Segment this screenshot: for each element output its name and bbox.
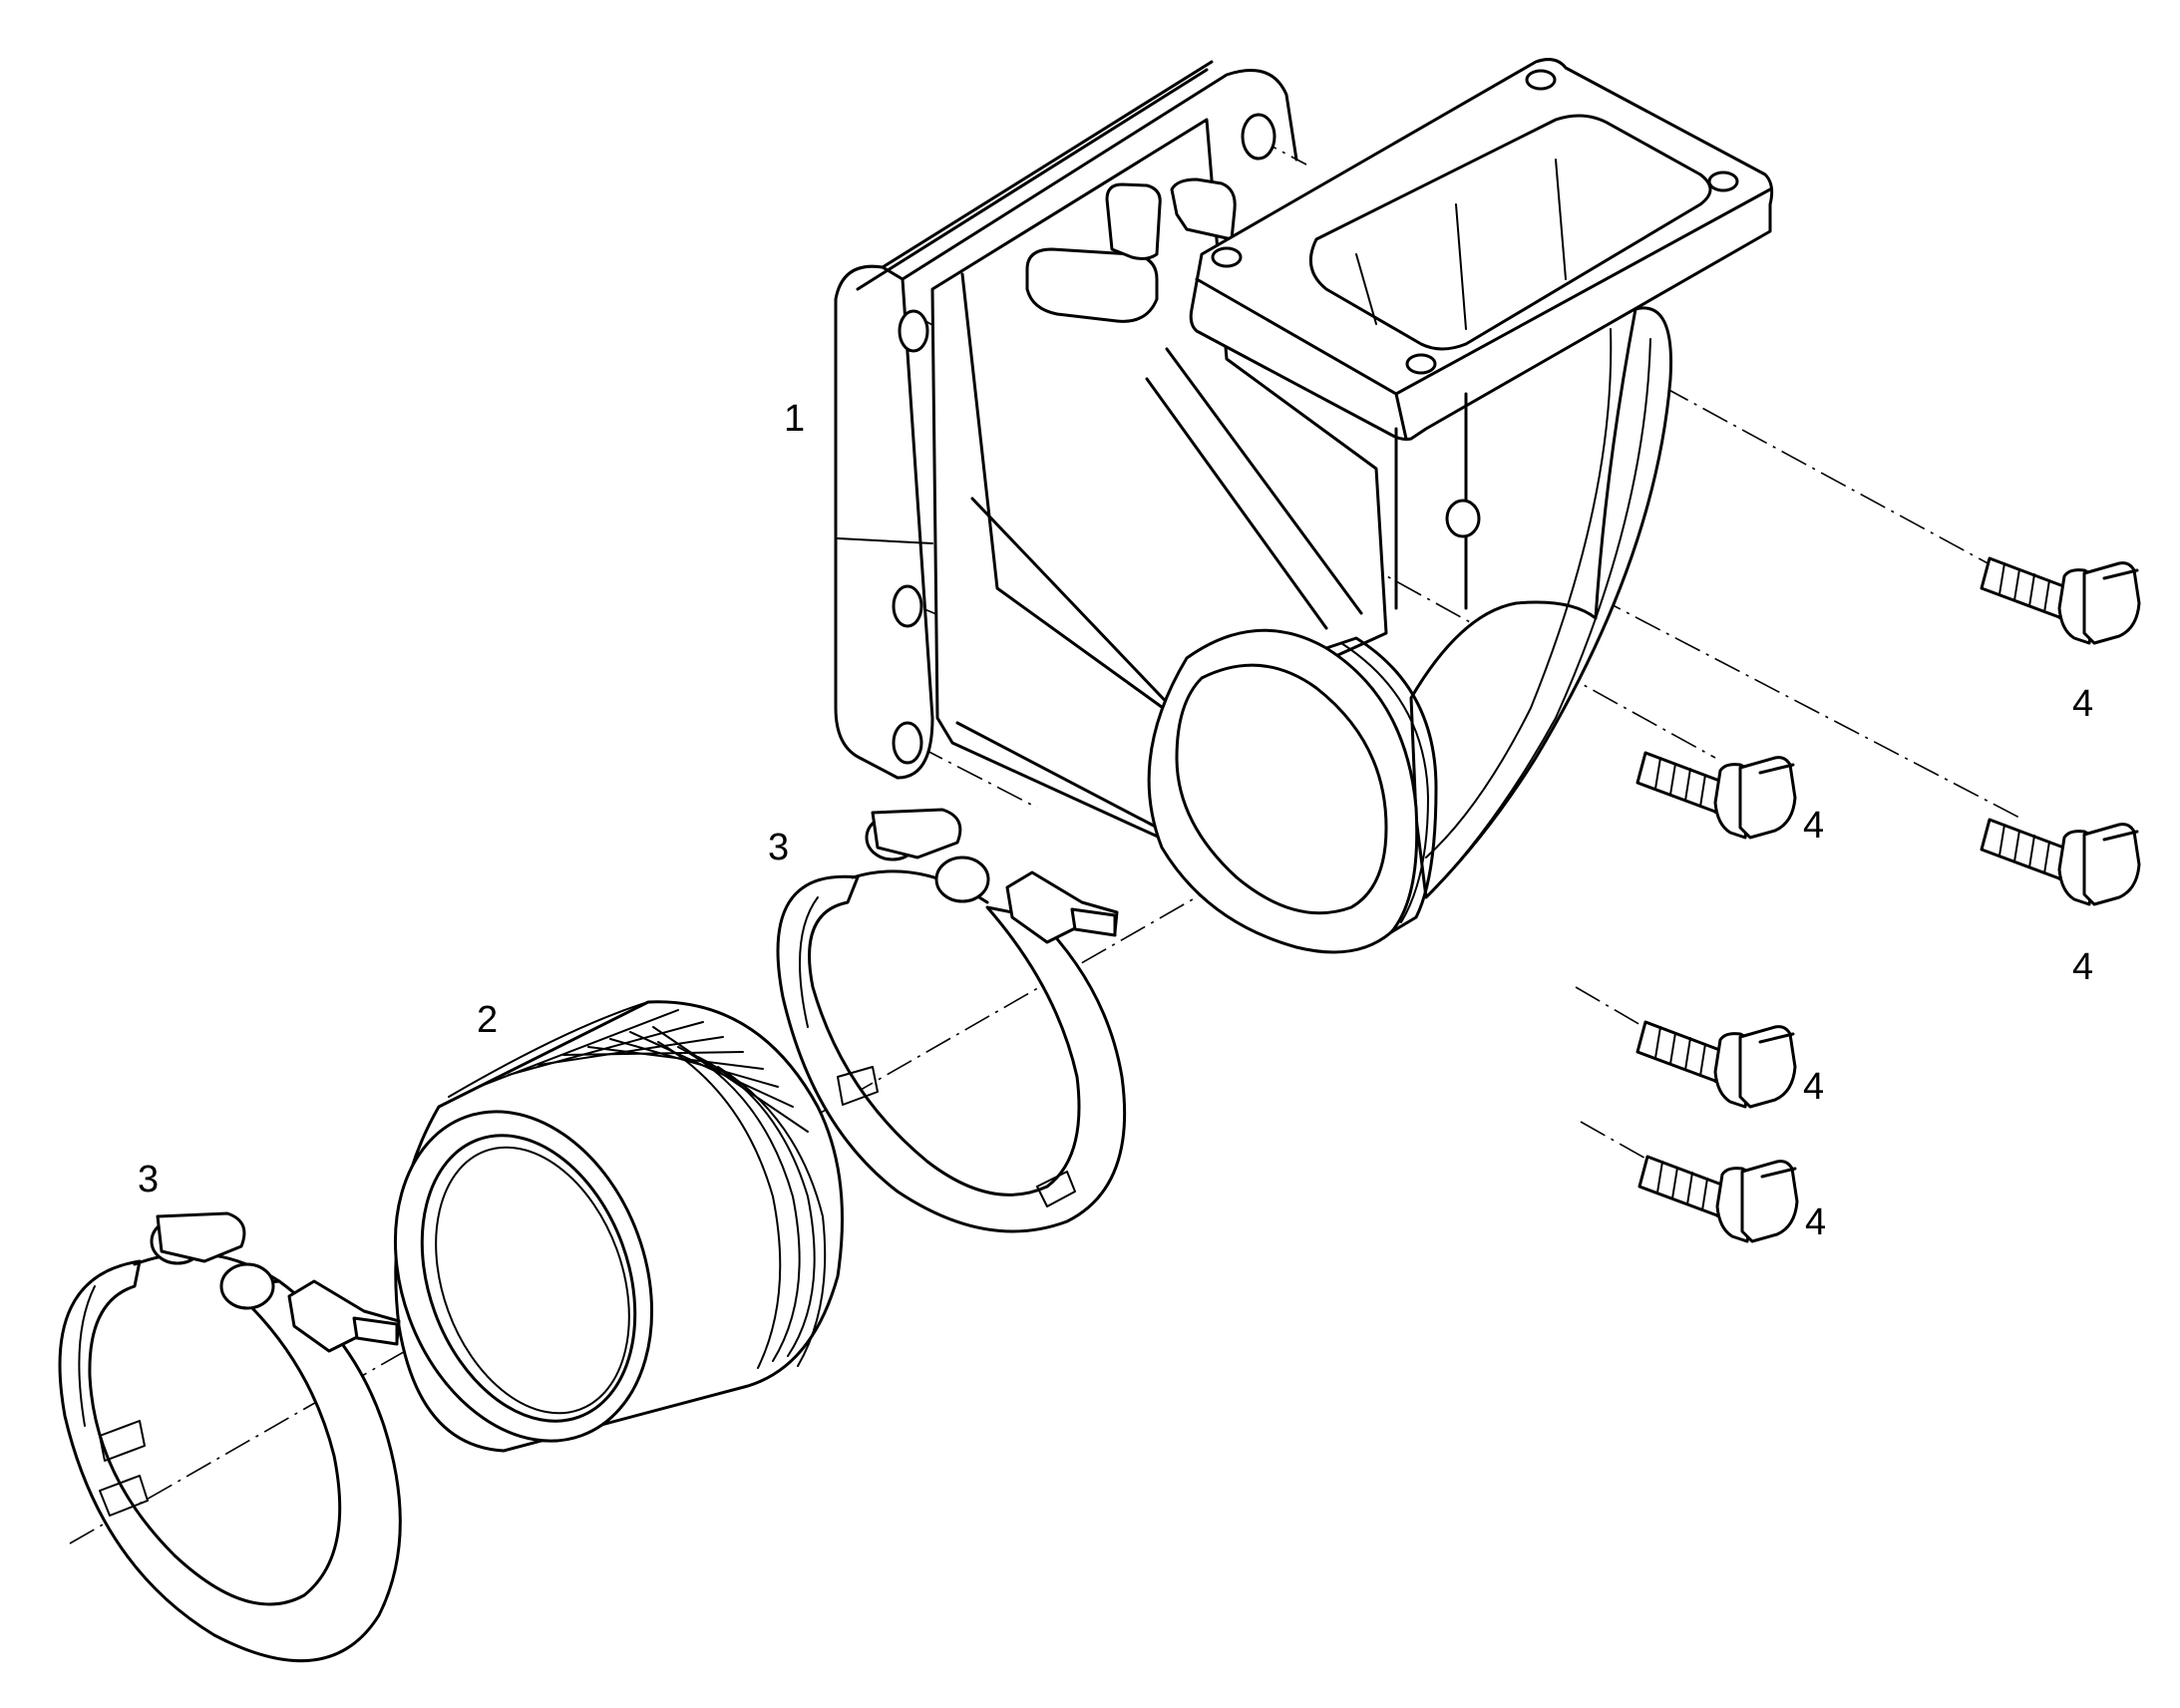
- v-band-clamp-upper: [776, 808, 1127, 1233]
- callout-labels: 1 2 3 3 4 4 4 4 4: [138, 398, 2093, 1243]
- callout-4-middle-left: 4: [1803, 805, 1824, 847]
- callout-4-bottom: 4: [1805, 1201, 1826, 1243]
- hex-bolt: [1637, 1155, 1799, 1243]
- callout-3-lower: 3: [138, 1159, 159, 1200]
- callout-1: 1: [784, 398, 805, 440]
- hex-bolt: [1635, 1020, 1797, 1109]
- flange-hole: [1241, 113, 1276, 161]
- flange-hole: [1707, 171, 1739, 192]
- clamp-eye: [934, 855, 990, 903]
- callout-3-upper: 3: [768, 827, 789, 868]
- callout-4-top-right: 4: [2072, 683, 2093, 725]
- callout-4-lower: 4: [1803, 1066, 1824, 1108]
- v-band-clamp-lower: [58, 1211, 402, 1663]
- elbow-bend: [1409, 306, 1673, 899]
- flange-hole: [1211, 246, 1243, 268]
- top-cavity: [1105, 182, 1162, 260]
- hex-bolt: [1635, 751, 1797, 840]
- clamp-eye: [219, 1262, 275, 1310]
- flange-hole: [898, 309, 929, 353]
- top-cavity: [1170, 177, 1237, 241]
- top-cavity: [1025, 247, 1159, 323]
- round-outlet-collar: [1147, 628, 1419, 954]
- flange-hole: [1405, 353, 1437, 375]
- flange-hole: [892, 721, 923, 765]
- flange-hole: [1525, 69, 1557, 91]
- hex-bolt: [1980, 556, 2141, 645]
- outlet-port: [1308, 114, 1712, 351]
- callout-4-middle-right: 4: [2072, 946, 2093, 988]
- callout-2: 2: [477, 999, 498, 1041]
- mounting-flange: [834, 264, 934, 780]
- elbow-housing: [834, 58, 1774, 954]
- hex-bolt: [1980, 818, 2141, 906]
- flange-hole: [892, 584, 923, 628]
- bellows-sleeve: [393, 1000, 844, 1453]
- sensor-boss: [1445, 499, 1481, 538]
